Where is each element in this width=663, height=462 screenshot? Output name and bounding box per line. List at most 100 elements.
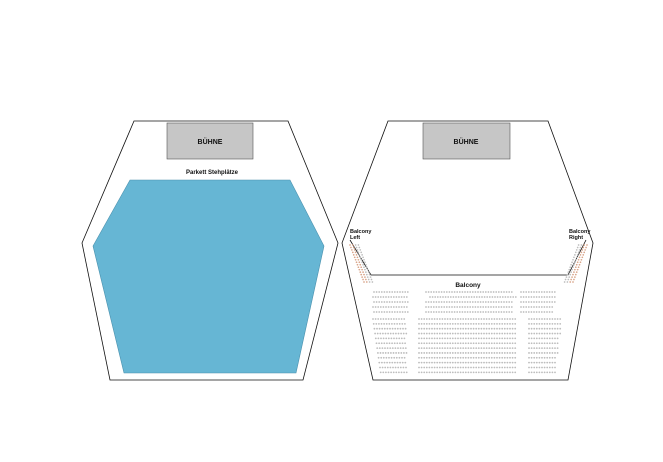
seat[interactable] [438,322,441,325]
seat[interactable] [401,311,404,313]
seat[interactable] [446,342,449,345]
seat[interactable] [387,296,390,298]
seat[interactable] [506,327,509,330]
seat[interactable] [470,361,472,364]
seat[interactable] [428,322,431,325]
seat[interactable] [446,318,449,320]
seat[interactable] [509,337,511,340]
seat[interactable] [378,311,381,313]
side-seat[interactable] [353,249,356,251]
seat[interactable] [400,332,402,335]
seat[interactable] [387,332,389,335]
seat[interactable] [444,371,446,374]
seat[interactable] [554,347,556,349]
seat[interactable] [458,291,461,293]
seat[interactable] [431,337,433,340]
seat[interactable] [469,291,472,293]
seat[interactable] [538,322,541,325]
seat[interactable] [392,296,395,298]
seat[interactable] [466,311,469,313]
seat[interactable] [431,352,433,354]
seat[interactable] [533,371,536,374]
seat[interactable] [391,301,394,303]
side-seat[interactable] [366,276,369,278]
seat[interactable] [399,301,401,303]
seat[interactable] [459,342,462,345]
seat[interactable] [498,366,501,369]
side-seat[interactable] [360,273,363,276]
seat[interactable] [405,371,408,374]
seat[interactable] [501,332,504,335]
seat[interactable] [454,366,457,369]
seat[interactable] [378,322,380,325]
side-seat[interactable] [352,254,355,256]
seat[interactable] [441,366,444,369]
seat[interactable] [472,337,475,340]
seat[interactable] [506,347,509,349]
seat[interactable] [418,352,420,354]
seat[interactable] [485,337,488,340]
seat[interactable] [485,352,488,354]
seat[interactable] [396,327,399,330]
seat[interactable] [431,332,433,335]
side-seat[interactable] [569,281,572,283]
seat[interactable] [436,356,439,359]
seat[interactable] [402,366,405,369]
seat[interactable] [438,327,441,330]
side-seat[interactable] [581,249,584,251]
seat[interactable] [498,342,501,345]
seat[interactable] [399,366,402,369]
seat[interactable] [477,318,480,320]
seat[interactable] [446,356,449,359]
seat[interactable] [538,366,541,369]
seat[interactable] [477,311,479,313]
seat[interactable] [403,318,406,320]
seat[interactable] [436,327,439,330]
seat[interactable] [427,306,430,308]
side-seat[interactable] [573,271,575,273]
side-seat[interactable] [354,251,357,254]
seat[interactable] [514,337,517,340]
side-seat[interactable] [575,256,578,259]
seat[interactable] [392,352,395,354]
seat[interactable] [441,342,444,345]
seat[interactable] [373,311,375,313]
seat[interactable] [446,332,449,335]
seat[interactable] [500,311,503,313]
seat[interactable] [485,322,488,325]
seat[interactable] [472,361,475,364]
seat[interactable] [551,352,554,354]
side-seat[interactable] [362,263,364,266]
seat[interactable] [487,311,490,313]
seat[interactable] [472,327,475,330]
seat[interactable] [503,306,505,308]
seat[interactable] [402,327,404,330]
side-seat[interactable] [360,258,363,261]
seat[interactable] [510,306,513,308]
seat[interactable] [387,371,390,374]
seat[interactable] [538,301,541,303]
seat[interactable] [428,356,431,359]
seat[interactable] [386,347,389,349]
seat[interactable] [479,291,482,293]
seat[interactable] [471,301,474,303]
seat[interactable] [380,311,383,313]
seat[interactable] [546,301,548,303]
seat[interactable] [477,301,479,303]
seat[interactable] [428,347,431,349]
side-seat[interactable] [576,254,579,256]
seat[interactable] [533,296,535,298]
seat[interactable] [386,342,388,345]
seat[interactable] [395,332,397,335]
seat[interactable] [425,366,428,369]
seat[interactable] [402,347,405,349]
seat[interactable] [458,301,461,303]
seat[interactable] [382,352,384,354]
seat[interactable] [509,342,511,345]
seat[interactable] [382,296,385,298]
seat[interactable] [423,352,426,354]
side-seat[interactable] [585,246,587,249]
side-seat[interactable] [574,258,577,261]
seat[interactable] [543,337,546,340]
seat[interactable] [475,352,478,354]
